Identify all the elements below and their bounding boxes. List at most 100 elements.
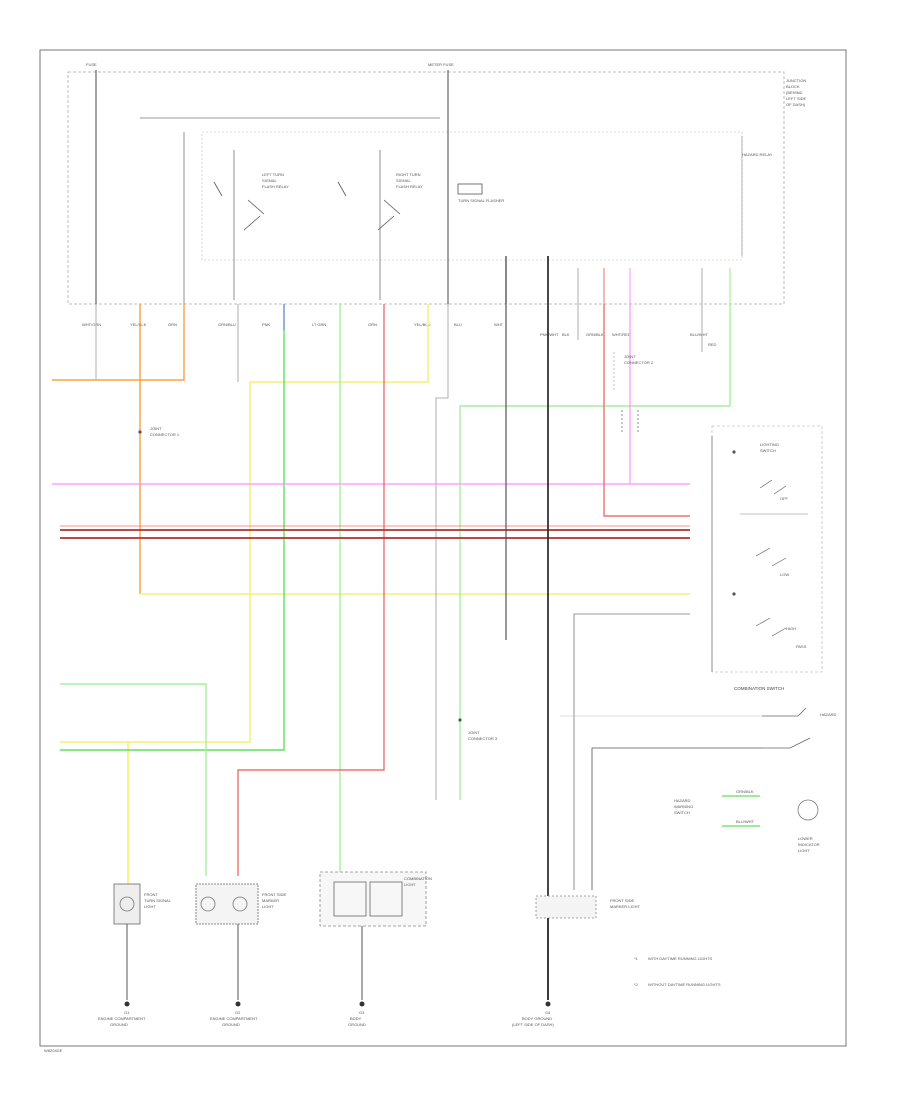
indicator-label-1: HAZARD — [674, 798, 691, 803]
joint-connector-3: JOINT CONNECTOR 3 — [458, 718, 498, 741]
relay-label-2: SIGNAL — [396, 178, 411, 183]
ground-label-3: GROUND — [222, 1022, 240, 1027]
left-turn-relay: LEFT TURN SIGNAL FLASH RELAY — [213, 150, 289, 300]
indicator-label-3: SWITCH — [674, 810, 690, 815]
hazard-relay-label: HAZARD RELAY — [742, 152, 773, 157]
lamp-label-3: LIGHT — [144, 904, 156, 909]
notes: *1 WITH DAYTIME RUNNING LIGHTS *2 WITHOU… — [634, 956, 721, 987]
hazard-switch-symbol — [762, 707, 811, 749]
front-side-marker-light-right: FRONT SIDE MARKER LIGHT — [535, 895, 641, 1000]
pin-label: WHT — [494, 322, 504, 327]
ground-label-3: GROUND — [348, 1022, 366, 1027]
combination-switch-label: COMBINATION SWITCH — [734, 686, 784, 691]
front-side-marker-light: FRONT SIDE MARKER LIGHT — [195, 883, 286, 1000]
flasher-box — [457, 183, 483, 195]
lower-indicator-label-1: LOWER — [798, 836, 813, 841]
wire-orange-1 — [52, 304, 185, 381]
switch-position-pass: PASS — [796, 644, 807, 649]
relay-contact-symbol — [213, 181, 265, 231]
lamp-bulb — [119, 896, 135, 912]
switch-terminal — [732, 592, 736, 596]
note-1: WITH DAYTIME RUNNING LIGHTS — [648, 956, 712, 961]
pin-label: GRN/BLU — [218, 322, 236, 327]
right-turn-relay: RIGHT TURN SIGNAL FLASH RELAY — [337, 150, 423, 300]
lamp-label-2: MARKER LIGHT — [610, 904, 641, 909]
lamp-bulb-2 — [232, 896, 248, 912]
connector-label-1: JOINT — [468, 730, 480, 735]
connector-label-1: JOINT — [624, 354, 636, 359]
relay-inner-box — [201, 131, 743, 261]
connector-dot — [458, 718, 462, 722]
switch-position-low: LOW — [780, 572, 789, 577]
ground-g3: G3 BODY GROUND — [348, 1001, 366, 1027]
lamp-label-1: COMBINATION — [404, 876, 432, 881]
wire-red-vertical — [237, 304, 385, 876]
lamp-housing — [535, 895, 597, 919]
lamp-housing — [195, 883, 259, 925]
lamp-label-1: FRONT — [144, 892, 158, 897]
page-frame — [39, 49, 847, 1047]
lamp-label-1: FRONT SIDE — [262, 892, 286, 897]
pin-label: PNK/WHT — [540, 332, 559, 337]
relay-label-3: FLASH RELAY — [262, 184, 289, 189]
ground-symbol — [235, 1001, 241, 1007]
pin-label: RED — [708, 342, 717, 347]
lamp-label-1: FRONT SIDE — [610, 898, 634, 903]
indicator-wire-label-1: GRN/BLK — [736, 789, 754, 794]
ground-g1: G1 ENGINE COMPARTMENT GROUND — [98, 1001, 146, 1027]
hazard-switch-label-1: HAZARD — [820, 712, 837, 717]
lamp-label-2: TURN SIGNAL — [144, 898, 172, 903]
lamp-inner-1 — [333, 881, 367, 917]
lower-indicator-label-2: INDICATOR — [798, 842, 820, 847]
lamp-bulb-1 — [200, 896, 216, 912]
switch-position-off: OFF — [780, 496, 789, 501]
switch-terminal — [732, 450, 736, 454]
relay-label-1: RIGHT TURN — [396, 172, 421, 177]
pin-label: YEL/BLU — [414, 322, 431, 327]
pin-label: BLU — [454, 322, 462, 327]
pin-label: YEL/BLK — [130, 322, 147, 327]
wire-lightgreen-3 — [459, 304, 731, 800]
pin-label: BLU/WHT — [690, 332, 709, 337]
pin-label: WHT/GRN — [82, 322, 101, 327]
ground-g2: G2 ENGINE COMPARTMENT GROUND — [210, 1001, 258, 1027]
lamp-housing — [113, 883, 141, 925]
connector-label-2: CONNECTOR 1 — [150, 432, 180, 437]
relay-label-3: FLASH RELAY — [396, 184, 423, 189]
footer-code: W8204GE — [44, 1048, 63, 1053]
switch-symbol-1 — [759, 479, 787, 495]
ground-symbol — [124, 1001, 130, 1007]
wire-lightgreen-2 — [60, 683, 207, 876]
relay-contact-symbol — [337, 181, 401, 231]
lamp-inner-2 — [369, 881, 403, 917]
ground-label-3: (LEFT SIDE OF DASH) — [512, 1022, 554, 1027]
combination-switch: LIGHTING SWITCH OFF LOW HIGH PASS COMBIN… — [711, 425, 823, 691]
ground-symbol — [359, 1001, 365, 1007]
switch-symbol-3 — [755, 617, 787, 637]
ground-symbol — [545, 1001, 551, 1007]
pin-label: WHT/RED — [612, 332, 631, 337]
switch-position-high: HIGH — [786, 626, 796, 631]
wire-gray-3 — [435, 304, 449, 800]
wire-green-1 — [60, 304, 285, 751]
junction-label-line-1: JUNCTION — [786, 78, 806, 83]
junction-label-line-3: (BEHIND — [786, 90, 803, 95]
ground-label-2: BODY — [350, 1016, 362, 1021]
fuse-center-name: METER FUSE — [428, 62, 454, 67]
pin-labels: WHT/GRN YEL/BLK ORN GRN/BLU PNK LT GRN G… — [82, 322, 717, 347]
ground-label-2: BODY GROUND — [522, 1016, 552, 1021]
pin-label: PNK — [262, 322, 271, 327]
pin-label: GRN/BLK — [586, 332, 604, 337]
combination-switch-box — [711, 425, 823, 673]
lamp-label-2: LIGHT — [404, 882, 416, 887]
front-turn-signal-light: FRONT TURN SIGNAL LIGHT — [113, 883, 172, 1000]
lower-indicator-label-3: LIGHT — [798, 848, 810, 853]
relay-label-1: LEFT TURN — [262, 172, 284, 177]
indicator-bulb — [797, 799, 819, 821]
note-marker-2: *2 — [634, 982, 639, 987]
ground-label-1: G2 — [235, 1010, 241, 1015]
pin-label: GRN — [368, 322, 377, 327]
ground-label-1: G3 — [359, 1010, 365, 1015]
junction-label-line-4: LEFT SIDE — [786, 96, 806, 101]
